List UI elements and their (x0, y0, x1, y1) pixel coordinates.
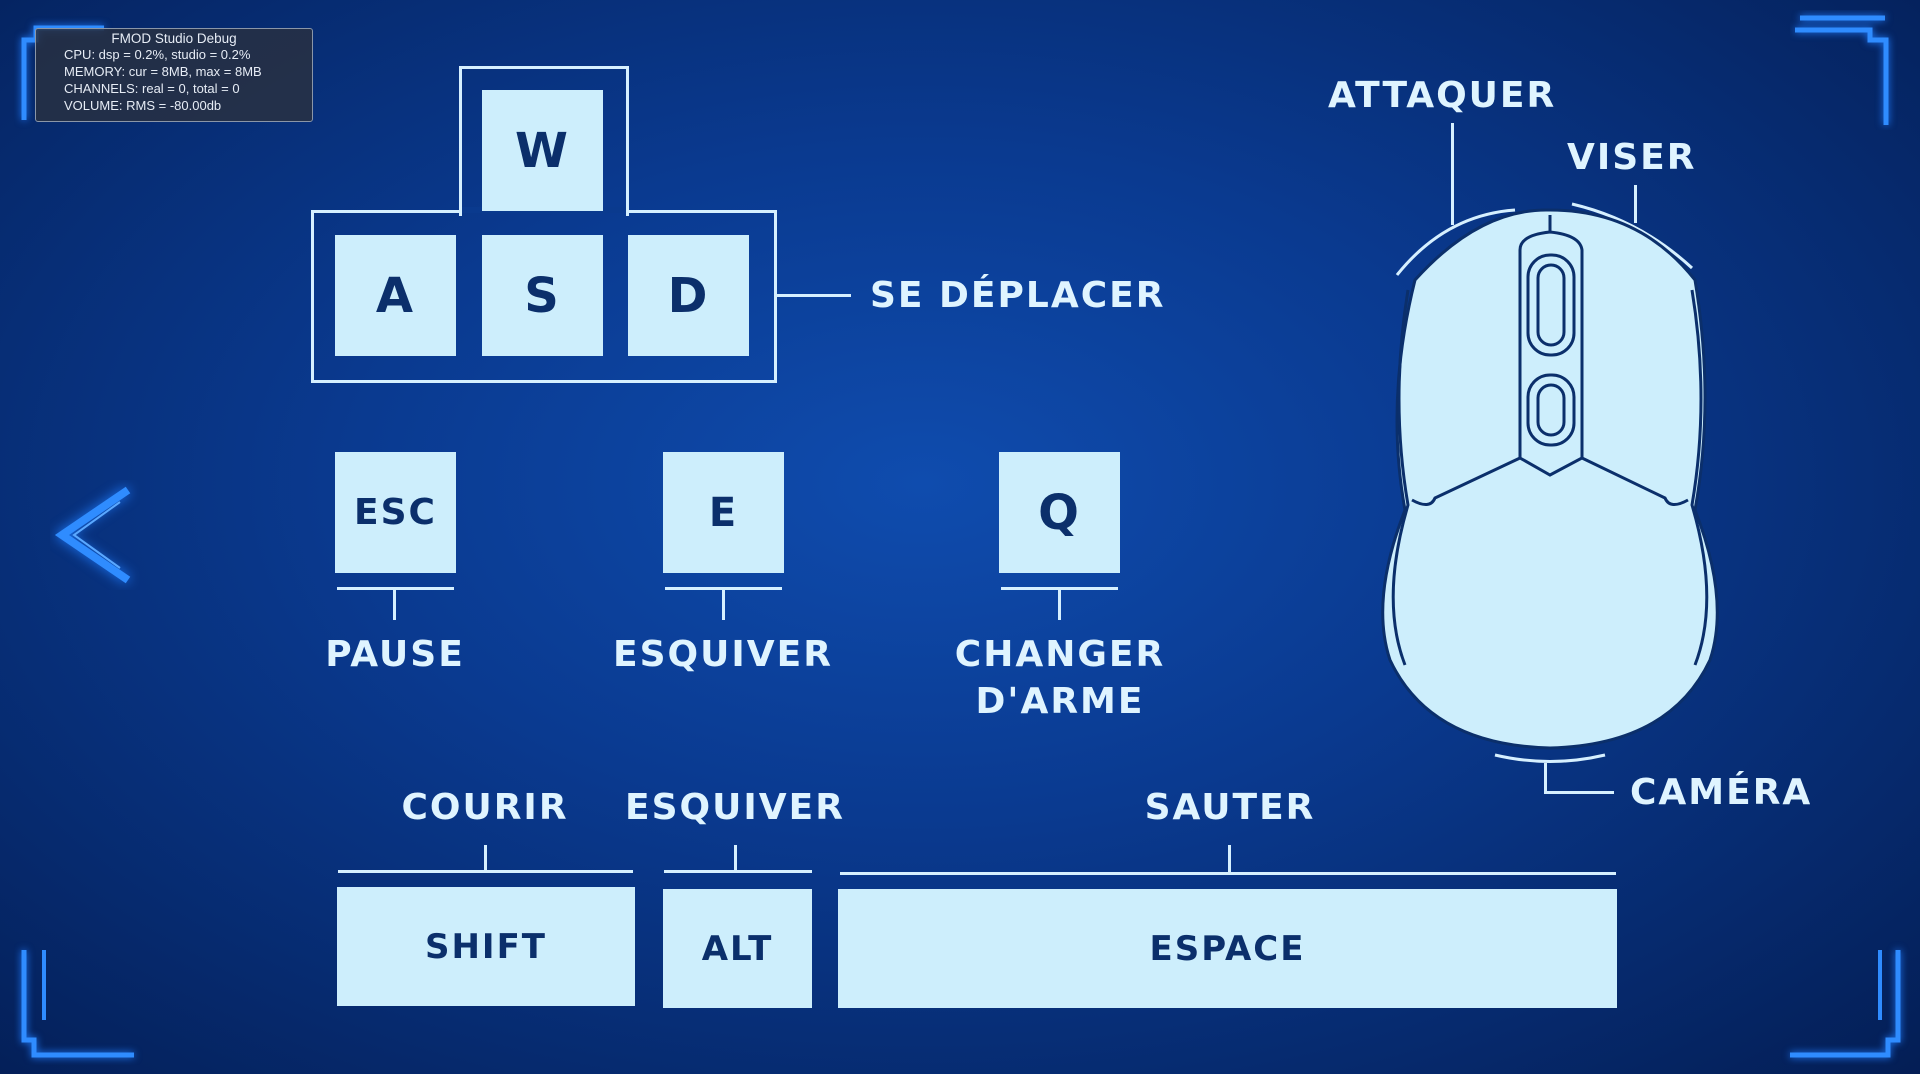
dodge-alt-bracket-h (664, 870, 812, 873)
fmod-debug-panel: FMOD Studio Debug CPU: dsp = 0.2%, studi… (35, 28, 313, 122)
key-shift: SHIFT (337, 887, 635, 1006)
label-jump: SAUTER (1144, 787, 1316, 828)
corner-bracket-bottom-left (21, 950, 134, 1058)
pause-bracket-v (393, 587, 396, 620)
jump-bracket-h (840, 872, 1616, 875)
label-aim: VISER (1567, 137, 1697, 178)
run-bracket-v (484, 845, 487, 871)
attack-connector (1451, 123, 1454, 225)
key-a: A (335, 235, 456, 356)
key-w: W (482, 90, 603, 211)
debug-cpu-line: CPU: dsp = 0.2%, studio = 0.2% (64, 47, 251, 62)
key-alt: ALT (663, 889, 812, 1008)
label-switch-weapon-line2: D'ARME (975, 681, 1145, 722)
camera-connector-h (1544, 791, 1614, 794)
key-e: E (663, 452, 784, 573)
move-connector (777, 294, 851, 297)
back-arrow-icon[interactable] (50, 480, 140, 590)
dodge-bracket-v (722, 587, 725, 620)
label-attack: ATTAQUER (1328, 75, 1557, 116)
mouse-icon (1381, 202, 1719, 763)
label-switch-weapon-line1: CHANGER (954, 634, 1166, 675)
key-q: Q (999, 452, 1120, 573)
key-esc: ESC (335, 452, 456, 573)
key-s: S (482, 235, 603, 356)
camera-connector-v (1544, 763, 1547, 793)
label-dodge: ESQUIVER (613, 634, 833, 675)
wasd-outline-top (459, 66, 629, 216)
debug-channels-line: CHANNELS: real = 0, total = 0 (64, 81, 240, 96)
corner-bracket-top-right (1795, 15, 1889, 125)
label-dodge-alt: ESQUIVER (625, 787, 845, 828)
label-camera: CAMÉRA (1630, 772, 1813, 813)
jump-bracket-v (1228, 845, 1231, 873)
run-bracket-h (338, 870, 633, 873)
key-d: D (628, 235, 749, 356)
debug-volume-line: VOLUME: RMS = -80.00db (64, 98, 222, 113)
corner-bracket-bottom-right (1790, 950, 1901, 1058)
key-space: ESPACE (838, 889, 1617, 1008)
switch-weapon-bracket-v (1058, 587, 1061, 620)
label-move: SE DÉPLACER (870, 275, 1166, 316)
aim-connector (1634, 185, 1637, 223)
debug-memory-line: MEMORY: cur = 8MB, max = 8MB (64, 64, 262, 79)
label-pause: PAUSE (325, 634, 465, 675)
dodge-alt-bracket-v (734, 845, 737, 871)
debug-title: FMOD Studio Debug (111, 31, 237, 46)
label-run: COURIR (401, 787, 569, 828)
